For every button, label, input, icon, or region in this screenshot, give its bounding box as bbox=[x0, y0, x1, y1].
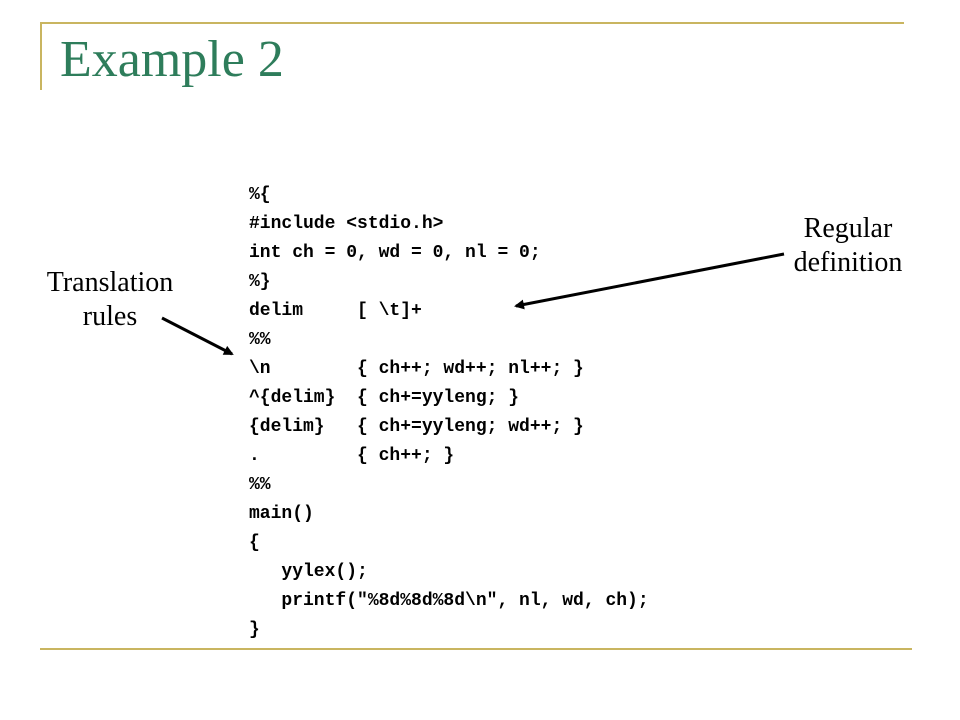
code-line: ^{delim} { ch+=yyleng; } bbox=[249, 388, 520, 408]
regular-definition-label: Regular definition bbox=[793, 213, 903, 278]
code-line: {delim} { ch+=yyleng; wd++; } bbox=[249, 417, 584, 437]
code-line: main() bbox=[249, 504, 314, 524]
code-line: %} bbox=[249, 272, 271, 292]
translation-rules-arrow bbox=[161, 316, 234, 356]
slide-title: Example 2 bbox=[60, 31, 284, 88]
code-line: %% bbox=[249, 330, 271, 350]
code-line: } bbox=[249, 620, 260, 640]
code-line: \n { ch++; wd++; nl++; } bbox=[249, 359, 584, 379]
code-line: int ch = 0, wd = 0, nl = 0; bbox=[249, 243, 541, 263]
code-line: { bbox=[249, 533, 260, 553]
frame-left-rule bbox=[40, 22, 42, 90]
code-line: printf("%8d%8d%8d\n", nl, wd, ch); bbox=[249, 591, 649, 611]
frame-bottom-rule bbox=[40, 648, 912, 650]
code-block: %{ #include <stdio.h> int ch = 0, wd = 0, … bbox=[249, 181, 649, 645]
code-line: %{ bbox=[249, 185, 271, 205]
code-line: delim [ \t]+ bbox=[249, 301, 422, 321]
regular-definition-arrow bbox=[514, 252, 785, 310]
code-line: #include <stdio.h> bbox=[249, 214, 444, 234]
code-line: %% bbox=[249, 475, 271, 495]
frame-top-rule bbox=[40, 22, 904, 24]
code-line: . { ch++; } bbox=[249, 446, 455, 466]
code-line: yylex(); bbox=[249, 562, 368, 582]
translation-rules-label: Translation rules bbox=[46, 267, 174, 332]
